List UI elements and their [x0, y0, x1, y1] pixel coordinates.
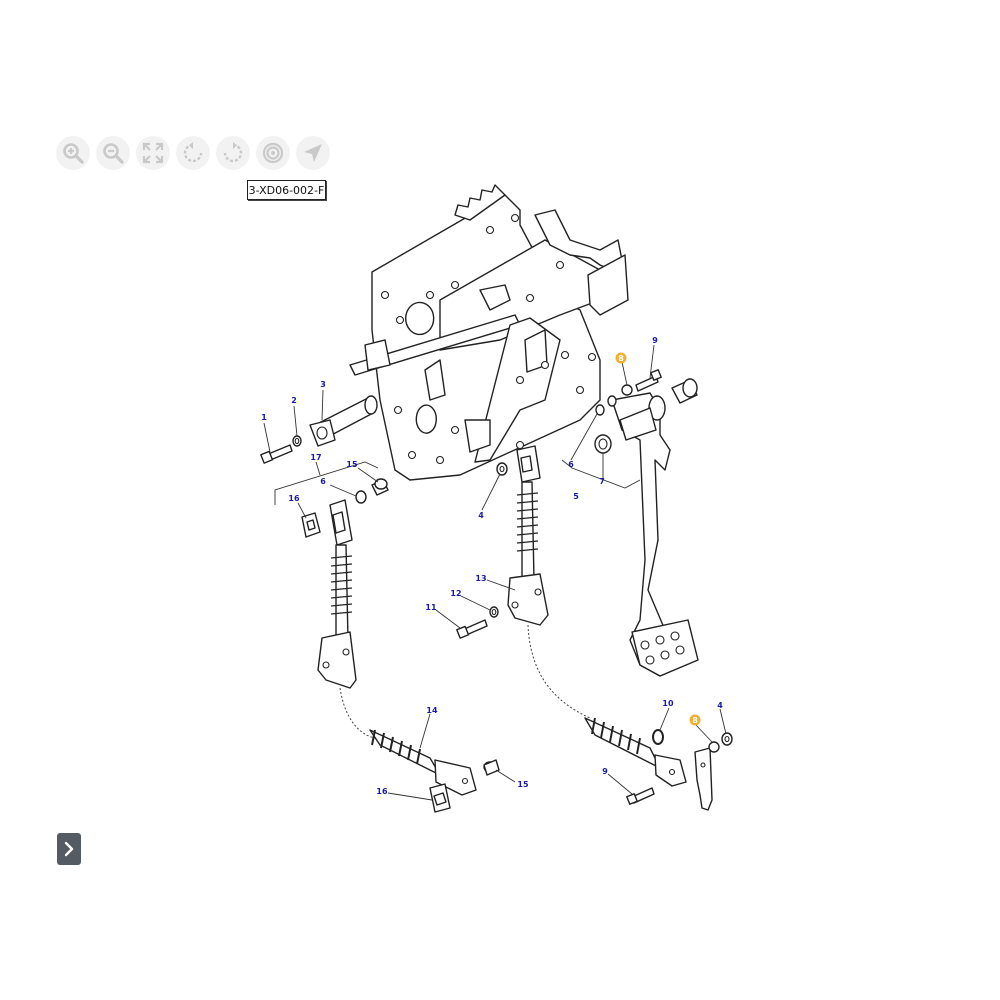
callout-17[interactable]: 17 — [310, 453, 321, 462]
viewer-toolbar — [56, 136, 346, 172]
bracket-bolt-holes — [380, 213, 597, 465]
fit-to-screen-icon — [142, 142, 164, 164]
part-16-clip-lower — [429, 783, 451, 813]
callout-9-upper[interactable]: 9 — [652, 336, 658, 345]
chevron-right-icon — [64, 841, 74, 857]
callout-4-center[interactable]: 4 — [478, 511, 484, 520]
callout-5[interactable]: 5 — [573, 492, 579, 501]
part-7-bushing — [594, 434, 612, 454]
rotate-right-button[interactable] — [216, 136, 250, 170]
part-11-bolt — [456, 619, 488, 639]
svg-text:8: 8 — [692, 716, 698, 725]
pedal-return-bracket — [694, 747, 713, 811]
part-9-bolt-upper — [635, 369, 662, 392]
part-13-cable-assembly — [507, 445, 591, 719]
part-6-washer-upper — [607, 395, 617, 407]
zoom-in-button[interactable] — [56, 136, 90, 170]
rotate-left-icon — [183, 142, 203, 163]
leader-lines — [263, 344, 727, 801]
next-panel-button[interactable] — [57, 833, 81, 865]
callout-12[interactable]: 12 — [450, 589, 461, 598]
part-10-ring — [652, 729, 664, 745]
zoom-out-button[interactable] — [96, 136, 130, 170]
zoom-out-icon — [103, 143, 124, 164]
svg-text:8: 8 — [618, 354, 624, 363]
callout-10[interactable]: 10 — [662, 699, 674, 708]
part-12-washer — [489, 606, 499, 618]
callout-16-upper[interactable]: 16 — [288, 494, 300, 503]
pointer-button[interactable] — [296, 136, 330, 170]
callout-2[interactable]: 2 — [291, 396, 297, 405]
right-cable-end — [584, 717, 687, 787]
callout-11[interactable]: 11 — [425, 603, 437, 612]
pedal-pivot-bushing — [671, 378, 698, 404]
zoom-in-icon — [63, 143, 84, 164]
part-15-bushing-left — [371, 478, 389, 496]
part-3-shaft — [309, 395, 378, 447]
rotate-left-button[interactable] — [176, 136, 210, 170]
callout-6-right[interactable]: 6 — [568, 460, 574, 469]
part-6-bushing-left — [355, 490, 367, 504]
pointer-icon — [304, 144, 322, 162]
callout-6-left[interactable]: 6 — [320, 477, 326, 486]
callout-13[interactable]: 13 — [475, 574, 486, 583]
part-16-clip-left — [301, 512, 321, 538]
callout-8-lower[interactable]: 8 — [689, 714, 701, 726]
part-4-nut — [496, 462, 508, 476]
callout-15-lower[interactable]: 15 — [517, 780, 529, 789]
part-6-bushing-right — [595, 404, 605, 416]
callout-9-lower[interactable]: 9 — [602, 767, 608, 776]
callout-16-lower[interactable]: 16 — [376, 787, 388, 796]
callout-7[interactable]: 7 — [599, 477, 605, 486]
target-icon — [262, 142, 284, 164]
callout-3[interactable]: 3 — [320, 380, 326, 389]
part-2-washer — [292, 435, 302, 447]
pedal-bracket — [349, 184, 629, 481]
callout-14[interactable]: 14 — [426, 706, 438, 715]
fit-to-screen-button[interactable] — [136, 136, 170, 170]
part-8-washer-lower — [708, 741, 720, 753]
callouts: 1 2 3 17 15 6 16 4 13 11 12 14 15 16 5 6… — [261, 336, 723, 796]
part-9-bolt-lower — [626, 787, 655, 805]
target-button[interactable] — [256, 136, 290, 170]
diagram-id-label: 3-XD06-002-F — [247, 180, 326, 200]
left-cable-assembly — [317, 499, 376, 739]
callout-15-upper[interactable]: 15 — [346, 460, 358, 469]
callout-8-upper[interactable]: 8 — [615, 352, 627, 364]
part-15-bushing-right-lower — [483, 759, 500, 776]
callout-4-lower[interactable]: 4 — [717, 701, 723, 710]
callout-1[interactable]: 1 — [261, 413, 267, 422]
part-4-nut-lower — [721, 732, 733, 746]
part-8-washer-upper — [621, 384, 633, 396]
part-1-bolt — [260, 444, 293, 464]
part-14-cable-end — [369, 729, 477, 796]
rotate-right-icon — [223, 142, 243, 163]
part-5-pedal — [611, 392, 699, 677]
